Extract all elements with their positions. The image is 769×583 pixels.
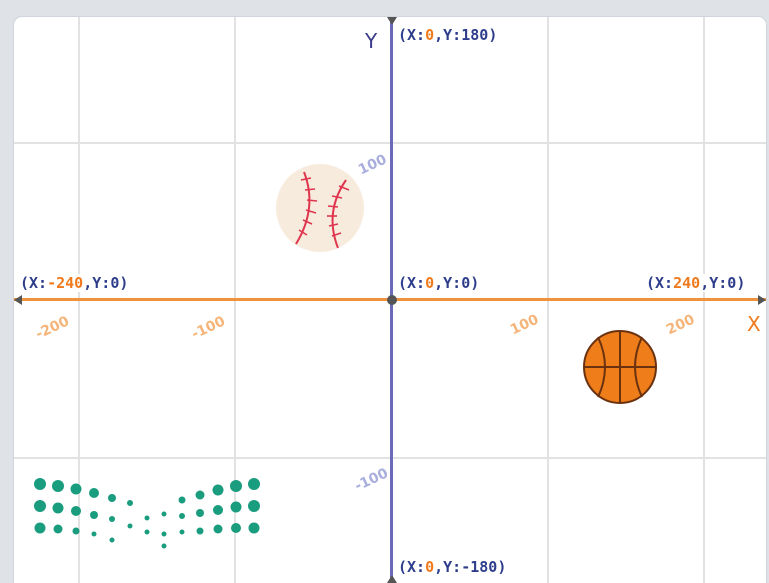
ministry-logo [34, 478, 260, 549]
x-axis-label: X [747, 312, 761, 336]
coord-label-left: (X:-240,Y:0) [20, 274, 129, 292]
coord-label-right: (X:240,Y:0) [646, 274, 746, 292]
x-tick-label: 200 [663, 311, 698, 339]
x-axis-left-arrow-icon [14, 295, 22, 305]
x-tick-label: -100 [189, 313, 228, 343]
scratch-xy-grid-stage: Y X -200 -100 100 200 100 -100 (X:0,Y:18… [14, 17, 766, 583]
baseball-icon[interactable] [274, 162, 366, 254]
basketball-icon[interactable] [582, 329, 658, 405]
y-axis-bottom-arrow-icon [387, 575, 397, 583]
coord-label-bottom: (X:0,Y:-180) [398, 558, 507, 576]
y-axis-top-arrow-icon [387, 17, 397, 25]
y-axis-label: Y [365, 29, 378, 53]
x-tick-label: -200 [33, 313, 72, 343]
coord-label-center: (X:0,Y:0) [398, 274, 480, 292]
y-tick-label: -100 [352, 465, 391, 495]
x-axis-right-arrow-icon [758, 295, 766, 305]
coord-label-top: (X:0,Y:180) [398, 26, 498, 44]
x-tick-label: 100 [507, 311, 542, 339]
origin-point [387, 295, 397, 305]
